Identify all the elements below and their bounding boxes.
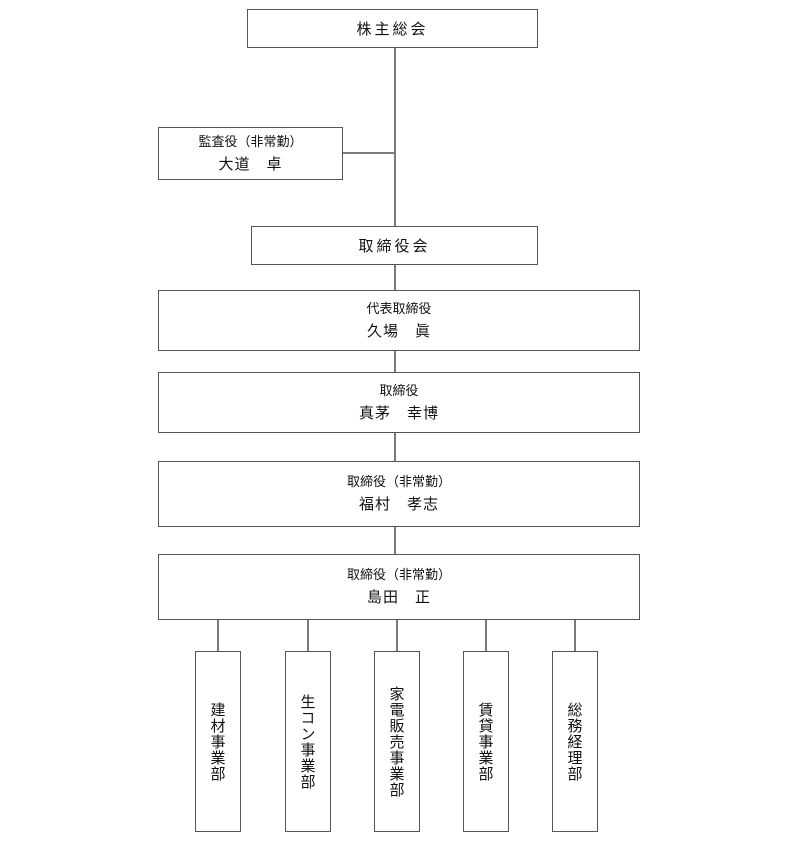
executive-box: 代表取締役 久場 眞: [158, 290, 640, 351]
executive-box: 取締役 真茅 幸博: [158, 372, 640, 433]
executive-name: 真茅 幸博: [358, 403, 439, 422]
connector-dept: [217, 619, 219, 651]
auditor-title: 監査役（非常勤）: [198, 134, 303, 150]
executive-title: 取締役（非常勤）: [346, 475, 451, 490]
connector: [394, 350, 396, 372]
executive-name: 島田 正: [366, 588, 431, 606]
executive-title: 代表取締役: [366, 301, 432, 317]
executive-box: 取締役（非常勤） 島田 正: [158, 554, 640, 620]
connector-dept: [396, 619, 398, 651]
board-box: 取締役会: [251, 226, 538, 265]
connector-main: [394, 47, 396, 226]
executive-name: 久場 眞: [366, 321, 431, 340]
department-label: 建材事業部: [208, 701, 227, 782]
department-box: 総務経理部: [552, 651, 598, 832]
department-box: 家電販売事業部: [374, 651, 420, 832]
department-box: 生コン事業部: [285, 651, 331, 832]
executive-title: 取締役: [379, 383, 419, 399]
executive-name: 福村 孝志: [358, 495, 439, 513]
connector-dept: [574, 619, 576, 651]
department-label: 生コン事業部: [298, 693, 317, 790]
board-label: 取締役会: [358, 237, 431, 255]
connector: [394, 526, 396, 554]
connector-auditor: [342, 152, 395, 154]
connector: [394, 264, 396, 290]
department-label: 賃貸事業部: [476, 701, 495, 782]
auditor-box: 監査役（非常勤） 大道 卓: [158, 127, 343, 180]
department-label: 家電販売事業部: [387, 685, 406, 798]
executive-box: 取締役（非常勤） 福村 孝志: [158, 461, 640, 527]
department-box: 建材事業部: [195, 651, 241, 832]
executive-title: 取締役（非常勤）: [346, 568, 451, 583]
auditor-name: 大道 卓: [218, 154, 283, 173]
connector-dept: [307, 619, 309, 651]
department-label: 総務経理部: [565, 701, 584, 782]
connector: [394, 432, 396, 461]
department-box: 賃貸事業部: [463, 651, 509, 832]
connector-dept: [485, 619, 487, 651]
shareholders-meeting-label: 株主総会: [356, 20, 429, 38]
shareholders-meeting-box: 株主総会: [247, 9, 538, 48]
